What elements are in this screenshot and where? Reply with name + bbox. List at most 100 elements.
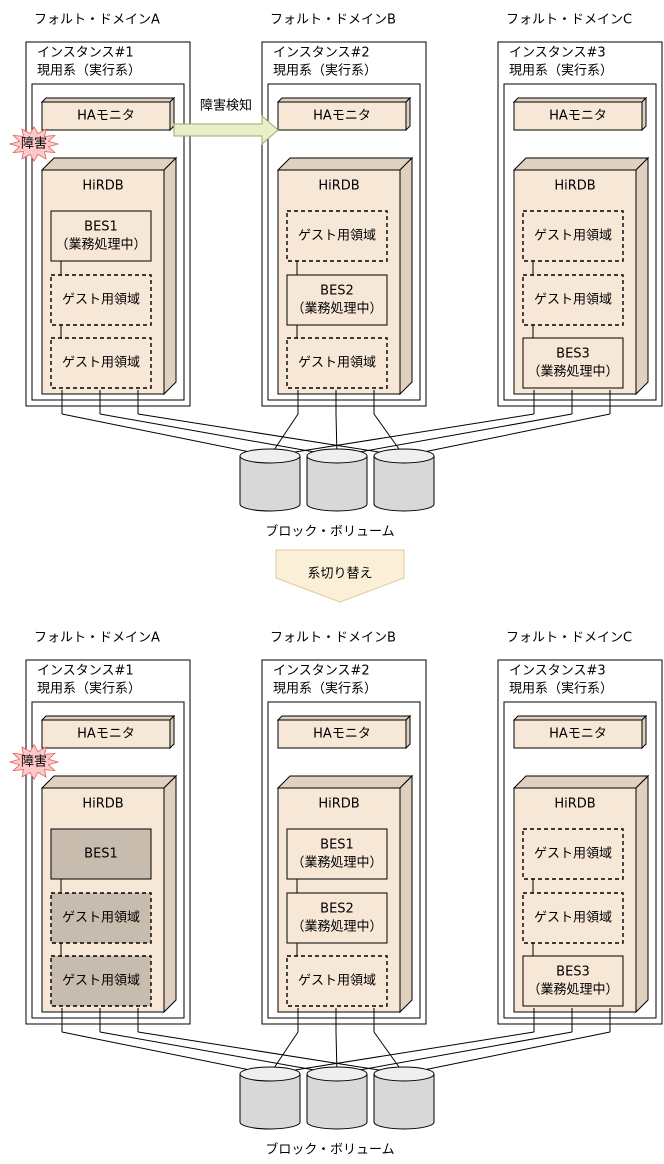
ha-monitor-top	[276, 97, 412, 103]
guest-area-box	[286, 955, 388, 1007]
volume-cylinder	[239, 456, 301, 512]
box-title: BES2	[320, 902, 354, 917]
ha-monitor-label: HAモニタ	[313, 109, 371, 124]
box-status: （業務処理中）	[55, 237, 146, 253]
hirdb-side	[635, 156, 649, 396]
ha-monitor-side	[641, 96, 647, 132]
ha-monitor-box	[513, 719, 643, 749]
box-status: （業務処理中）	[291, 919, 382, 935]
block-volume-label: ブロック・ボリューム	[265, 524, 394, 540]
box-title: ゲスト用領域	[298, 228, 376, 244]
volume-cylinder-top	[239, 1066, 301, 1082]
instance-label: インスタンス#1	[37, 664, 134, 679]
hirdb-side	[635, 774, 649, 1014]
guest-area-box	[50, 955, 152, 1007]
hirdb-label: HiRDB	[318, 797, 359, 812]
bes-box	[522, 337, 624, 389]
ha-monitor-label: HAモニタ	[313, 727, 371, 742]
guest-area-box	[286, 210, 388, 262]
guest-area-box	[522, 828, 624, 880]
hirdb-side	[399, 156, 413, 396]
guest-area-box	[50, 337, 152, 389]
ha-monitor-side	[169, 714, 175, 750]
volume-cylinder	[239, 1074, 301, 1130]
hirdb-top	[512, 775, 650, 789]
box-title: ゲスト用領域	[62, 910, 140, 926]
volume-cylinder	[306, 1074, 368, 1130]
volume-line	[403, 1031, 611, 1075]
guest-area-box	[286, 337, 388, 389]
role-label: 現用系（実行系）	[37, 681, 141, 697]
box-title: BES2	[320, 284, 354, 299]
box-title: ゲスト用領域	[298, 355, 376, 371]
role-label: 現用系（実行系）	[509, 681, 613, 697]
hirdb-side	[399, 774, 413, 1014]
volume-cylinder-top	[373, 1066, 435, 1082]
hirdb-top	[276, 157, 414, 171]
fault-domain-label: フォルト・ドメインC	[506, 13, 632, 28]
instance-label: インスタンス#3	[509, 664, 606, 679]
guest-area-box	[50, 274, 152, 326]
hirdb-top	[276, 775, 414, 789]
box-title: ゲスト用領域	[62, 292, 140, 308]
bes-box	[286, 828, 388, 880]
volume-cylinder-top	[306, 1066, 368, 1082]
ha-monitor-side	[405, 96, 411, 132]
ha-monitor-side	[405, 714, 411, 750]
fault-domain-label: フォルト・ドメインC	[506, 631, 632, 646]
instance-label: インスタンス#3	[509, 46, 606, 61]
box-title: ゲスト用領域	[534, 846, 612, 862]
volume-line	[403, 413, 611, 457]
hirdb-label: HiRDB	[554, 797, 595, 812]
box-title: BES1	[84, 220, 118, 235]
box-title: ゲスト用領域	[534, 228, 612, 244]
box-title: ゲスト用領域	[62, 355, 140, 371]
volume-cylinder-top	[373, 448, 435, 464]
box-status: （業務処理中）	[291, 301, 382, 317]
volume-cylinder-top	[239, 448, 301, 464]
volume-line	[61, 1031, 271, 1075]
box-title: ゲスト用領域	[534, 910, 612, 926]
fault-domain-label: フォルト・ドメインB	[270, 631, 396, 646]
instance-label: インスタンス#1	[37, 46, 134, 61]
guest-area-box	[50, 892, 152, 944]
volume-cylinder	[373, 456, 435, 512]
ha-monitor-label: HAモニタ	[549, 109, 607, 124]
box-title: BES1	[84, 847, 118, 862]
fault-burst-icon	[8, 743, 60, 781]
hirdb-top	[40, 157, 178, 171]
bes-box	[50, 210, 152, 262]
hirdb-top	[512, 157, 650, 171]
box-title: ゲスト用領域	[62, 973, 140, 989]
fault-detection-arrow	[173, 114, 279, 146]
box-title: BES3	[556, 347, 590, 362]
ha-monitor-side	[641, 714, 647, 750]
hirdb-label: HiRDB	[82, 179, 123, 194]
volume-line	[99, 1031, 338, 1075]
fault-domain-label: フォルト・ドメインA	[34, 13, 160, 28]
ha-monitor-top	[512, 97, 648, 103]
ha-monitor-box	[277, 101, 407, 131]
box-title: ゲスト用領域	[534, 292, 612, 308]
volume-line	[336, 1031, 573, 1075]
box-status: （業務処理中）	[527, 982, 618, 998]
bes-box	[286, 892, 388, 944]
volume-line	[269, 413, 535, 457]
box-title: ゲスト用領域	[298, 973, 376, 989]
guest-area-box	[522, 274, 624, 326]
role-label: 現用系（実行系）	[37, 63, 141, 79]
ha-monitor-box	[277, 719, 407, 749]
ha-monitor-box	[513, 101, 643, 131]
role-label: 現用系（実行系）	[273, 681, 377, 697]
ha-monitor-side	[169, 96, 175, 132]
bes-box	[286, 274, 388, 326]
volume-cylinder	[373, 1074, 435, 1130]
guest-area-box	[522, 892, 624, 944]
volume-line	[137, 1031, 405, 1075]
block-volume-label: ブロック・ボリューム	[265, 1142, 394, 1158]
fault-detection-label: 障害検知	[200, 98, 252, 114]
hirdb-label: HiRDB	[82, 797, 123, 812]
ha-monitor-box	[41, 719, 171, 749]
switchover-arrow	[275, 549, 405, 603]
